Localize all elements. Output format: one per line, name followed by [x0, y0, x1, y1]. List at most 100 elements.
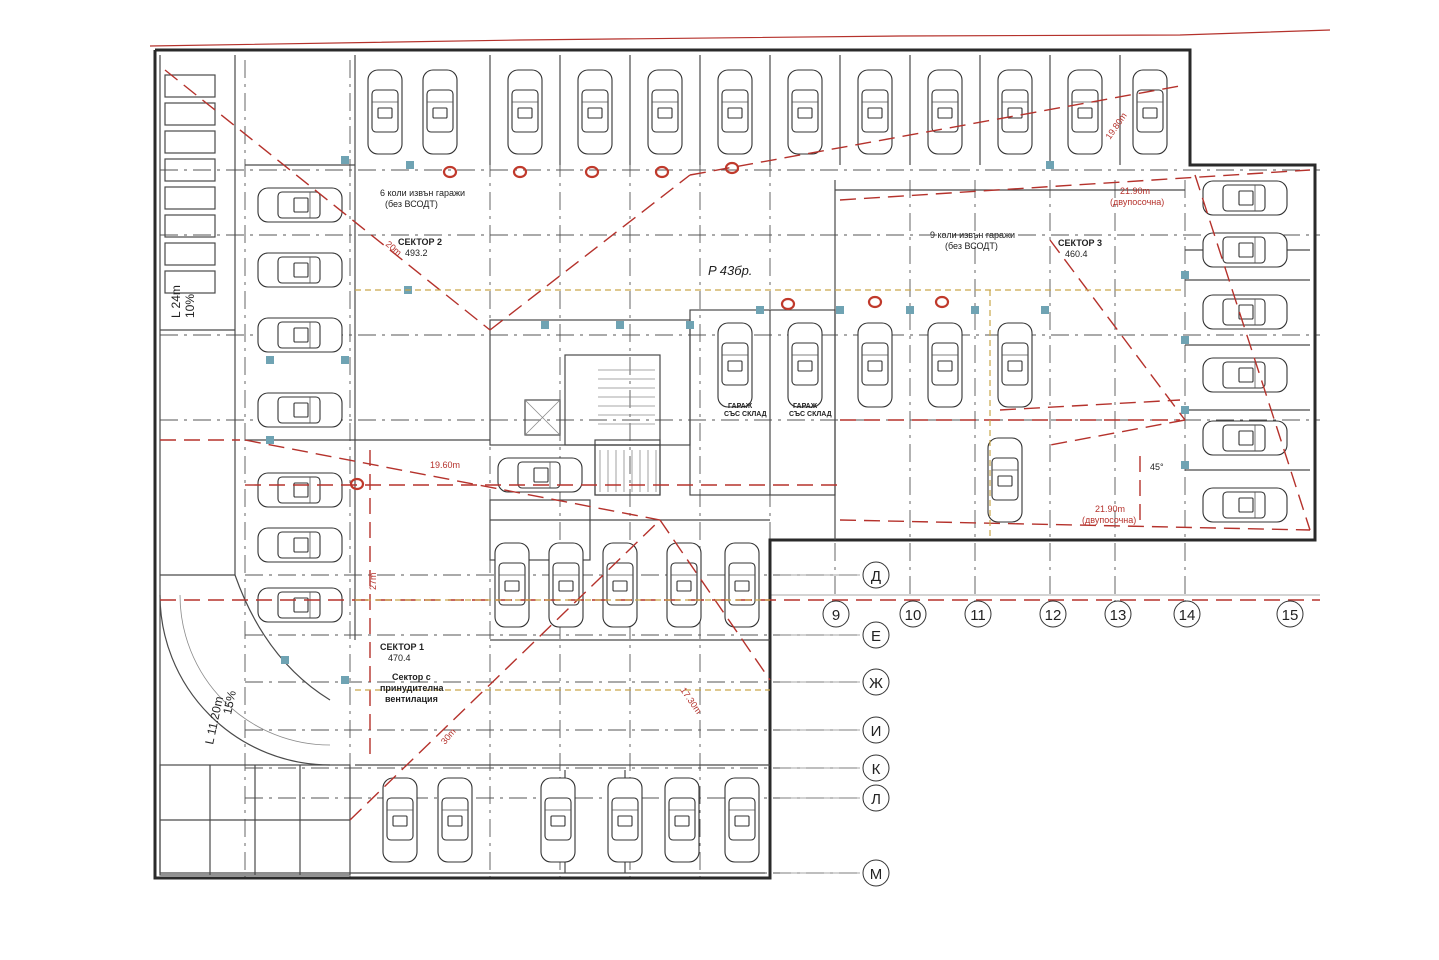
parked-car: [724, 542, 760, 628]
ramp-top-slope: 10%: [183, 294, 197, 318]
parked-car: [1202, 357, 1288, 393]
parked-car: [927, 69, 963, 155]
parked-car: [367, 69, 403, 155]
parked-car: [437, 777, 473, 863]
parked-car: [1202, 487, 1288, 523]
fire-marker: [512, 165, 528, 179]
svg-text:(без ВСОДТ): (без ВСОДТ): [385, 199, 438, 209]
grid-axis-letter: Д: [871, 568, 881, 585]
structural-column: [541, 321, 549, 329]
parked-car: [1132, 69, 1168, 155]
svg-text:СЕКТОР 2: СЕКТОР 2: [398, 237, 442, 247]
svg-text:вентилация: вентилация: [385, 694, 438, 704]
grid-axis-number-bubble: 13: [1104, 600, 1132, 628]
structural-column: [1041, 306, 1049, 314]
structural-column: [281, 656, 289, 664]
fire-marker: [780, 297, 796, 311]
svg-text:(без ВСОДТ): (без ВСОДТ): [945, 241, 998, 251]
grid-axis-letter: Е: [871, 628, 881, 645]
parked-car: [724, 777, 760, 863]
grid-axis-number-bubble: 14: [1173, 600, 1201, 628]
parked-car: [787, 322, 823, 408]
parking-count-label: P 43бр.: [708, 263, 752, 278]
grid-axis-number: 13: [1110, 607, 1127, 624]
parked-car: [717, 69, 753, 155]
structural-column: [406, 161, 414, 169]
grid-axis-number-bubble: 10: [899, 600, 927, 628]
grid-axis-letter: И: [871, 723, 882, 740]
structural-column: [686, 321, 694, 329]
structural-column: [1046, 161, 1054, 169]
parked-car: [497, 457, 583, 493]
structural-column: [341, 356, 349, 364]
grid-axis-number: 15: [1282, 607, 1299, 624]
dim-two-way-top: (двупосочна): [1110, 197, 1164, 207]
property-boundary-line: [149, 29, 1331, 47]
grid-axis-letter-bubble: Д: [862, 561, 890, 589]
staircase: [524, 369, 657, 492]
parked-car: [257, 187, 343, 223]
structural-column: [971, 306, 979, 314]
svg-text:493.2: 493.2: [405, 248, 428, 258]
parked-car: [494, 542, 530, 628]
parked-car: [257, 252, 343, 288]
grid-axis-number-bubble: 9: [822, 600, 850, 628]
axis-grid: [160, 60, 1320, 880]
grid-axis-letter: Ж: [869, 675, 883, 692]
service-rooms-column: [164, 74, 216, 294]
ramp-top-length: L 24m: [169, 285, 183, 318]
dim-19-60: 19.60m: [430, 460, 460, 470]
parked-car: [548, 542, 584, 628]
grid-axis-letter-bubble: И: [862, 716, 890, 744]
parked-car: [857, 69, 893, 155]
svg-text:СЕКТОР 1: СЕКТОР 1: [380, 642, 424, 652]
outer-walls: [153, 48, 1317, 880]
storage-block-bottom-left: [159, 764, 351, 876]
structural-column: [1181, 271, 1189, 279]
grid-axis-number: 12: [1045, 607, 1062, 624]
parked-car: [422, 69, 458, 155]
parked-car: [857, 322, 893, 408]
parked-car: [666, 542, 702, 628]
grid-axis-number: 9: [832, 607, 840, 624]
grid-axis-number: 11: [970, 607, 986, 624]
fire-marker: [654, 165, 670, 179]
grid-axis-number-bubble: 15: [1276, 600, 1304, 628]
angle-45: 45°: [1150, 462, 1164, 472]
svg-text:460.4: 460.4: [1065, 249, 1088, 259]
structural-column: [266, 356, 274, 364]
parked-car: [1067, 69, 1103, 155]
fire-marker: [934, 295, 950, 309]
parked-car: [257, 392, 343, 428]
storage-label-2a: ГАРАЖ: [793, 403, 818, 410]
svg-text:Сектор с: Сектор с: [392, 672, 431, 682]
svg-text:470.4: 470.4: [388, 653, 411, 663]
structural-column: [341, 156, 349, 164]
structural-column: [1181, 461, 1189, 469]
structural-column: [616, 321, 624, 329]
fire-marker: [584, 165, 600, 179]
storage-cell: [164, 74, 216, 98]
elevator-cross: [524, 399, 561, 436]
storage-cell: [164, 186, 216, 210]
storage-cell: [164, 270, 216, 294]
parked-car: [602, 542, 638, 628]
svg-text:принудителна: принудителна: [380, 683, 444, 693]
parked-car: [997, 69, 1033, 155]
parked-car: [1202, 180, 1288, 216]
dim-21-90-bottom: 21.90m: [1095, 504, 1125, 514]
parked-car: [987, 437, 1023, 523]
parked-car: [257, 587, 343, 623]
cars: [257, 69, 1288, 863]
parked-car: [257, 317, 343, 353]
dim-30m: 30m: [439, 726, 458, 746]
parked-car: [664, 777, 700, 863]
parked-car: [382, 777, 418, 863]
structural-column: [1181, 406, 1189, 414]
parked-car: [927, 322, 963, 408]
parked-car: [787, 69, 823, 155]
parked-car: [257, 527, 343, 563]
structural-columns: [266, 156, 1189, 684]
dim-19-80: 19.80m: [1103, 111, 1128, 141]
